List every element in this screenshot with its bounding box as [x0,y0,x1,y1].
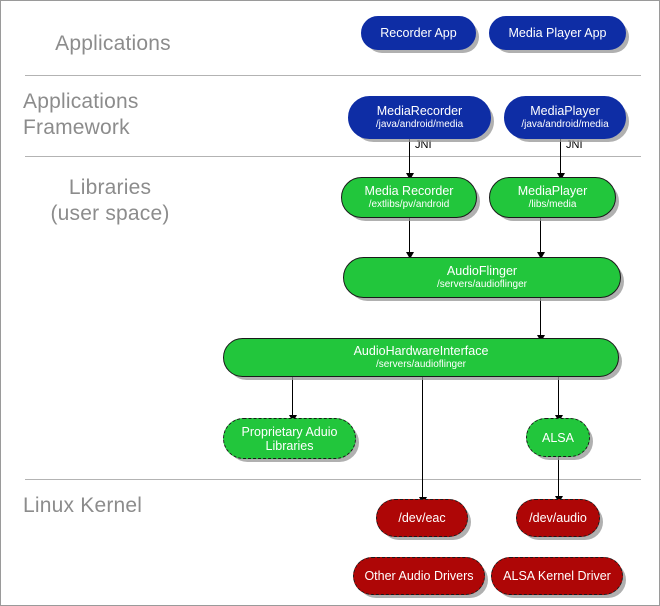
node-dev-eac-title: /dev/eac [398,511,446,525]
node-mediaplayer-lib-sub: /libs/media [528,199,577,211]
node-dev-audio[interactable]: /dev/audio [516,499,600,537]
node-audioflinger-sub: /servers/audioflinger [436,279,528,291]
edge-ahi-to-alsa [558,376,559,418]
node-proprietary-audio-libraries-title: Proprietary Aduio [241,424,338,439]
node-mediaplayer-framework-title: MediaPlayer [530,104,600,119]
node-alsa[interactable]: ALSA [526,418,590,457]
edge-ahi-to-proprietary-libraries [292,376,293,418]
node-mediaplayer-framework[interactable]: MediaPlayer /java/android/media [504,96,626,139]
edge-label-jni-player: JNI [566,139,583,151]
node-proprietary-audio-libraries-sub: Libraries [265,438,314,453]
node-audioflinger-title: AudioFlinger [446,264,518,279]
edge-mediaplayer-to-lib [560,139,561,176]
node-other-audio-drivers[interactable]: Other Audio Drivers [353,557,485,595]
node-mediarecorder-framework-title: MediaRecorder [376,104,463,119]
node-alsa-title: ALSA [542,430,574,445]
node-dev-eac[interactable]: /dev/eac [376,499,468,537]
layer-label-applications: Applications [55,32,171,55]
node-media-recorder-lib-title: Media Recorder [364,184,454,199]
node-mediarecorder-framework-sub: /java/android/media [375,119,464,131]
node-recorder-app[interactable]: Recorder App [361,16,476,50]
edge-label-jni-recorder: JNI [415,139,432,151]
node-alsa-kernel-driver-title: ALSA Kernel Driver [503,569,611,583]
divider-applications [25,75,641,76]
edge-alsa-to-dev-audio [558,457,559,499]
node-audioflinger[interactable]: AudioFlinger /servers/audioflinger [343,257,621,298]
node-media-recorder-lib-sub: /extlibs/pv/android [368,199,450,211]
divider-applications-framework [25,156,641,157]
edge-mediaplayer-lib-to-audioflinger [540,218,541,254]
divider-libraries [25,479,641,480]
node-dev-audio-title: /dev/audio [529,511,587,525]
arrowhead-mediaplayer-lib-to-audioflinger [536,252,545,259]
node-media-recorder-lib[interactable]: Media Recorder /extlibs/pv/android [341,177,477,218]
node-alsa-kernel-driver[interactable]: ALSA Kernel Driver [491,557,623,595]
node-media-player-app[interactable]: Media Player App [489,16,626,50]
node-media-player-app-title: Media Player App [508,26,607,40]
node-recorder-app-title: Recorder App [380,26,457,40]
layer-label-applications-framework: Applications Framework [23,90,139,139]
node-mediaplayer-lib[interactable]: MediaPlayer /libs/media [489,177,616,218]
node-mediaplayer-lib-title: MediaPlayer [517,184,588,199]
edge-media-recorder-to-audioflinger [409,218,410,254]
layer-label-linux-kernel: Linux Kernel [23,494,143,517]
node-mediaplayer-framework-sub: /java/android/media [521,119,609,131]
node-other-audio-drivers-title: Other Audio Drivers [364,569,474,583]
edge-ahi-to-dev-eac [422,376,423,499]
node-proprietary-audio-libraries[interactable]: Proprietary Aduio Libraries [223,418,356,459]
node-audiohardwareinterface-title: AudioHardwareInterface [353,344,489,359]
node-mediarecorder-framework[interactable]: MediaRecorder /java/android/media [348,96,491,139]
edge-mediarecorder-to-lib [409,139,410,176]
node-audiohardwareinterface-sub: /servers/audioflinger [375,359,467,371]
arrowhead-media-recorder-to-audioflinger [405,252,414,259]
edge-audioflinger-to-audiohardwareinterface [540,298,541,338]
node-audiohardwareinterface[interactable]: AudioHardwareInterface /servers/audiofli… [223,338,619,377]
layer-label-libraries: Libraries (user space) [50,176,170,225]
